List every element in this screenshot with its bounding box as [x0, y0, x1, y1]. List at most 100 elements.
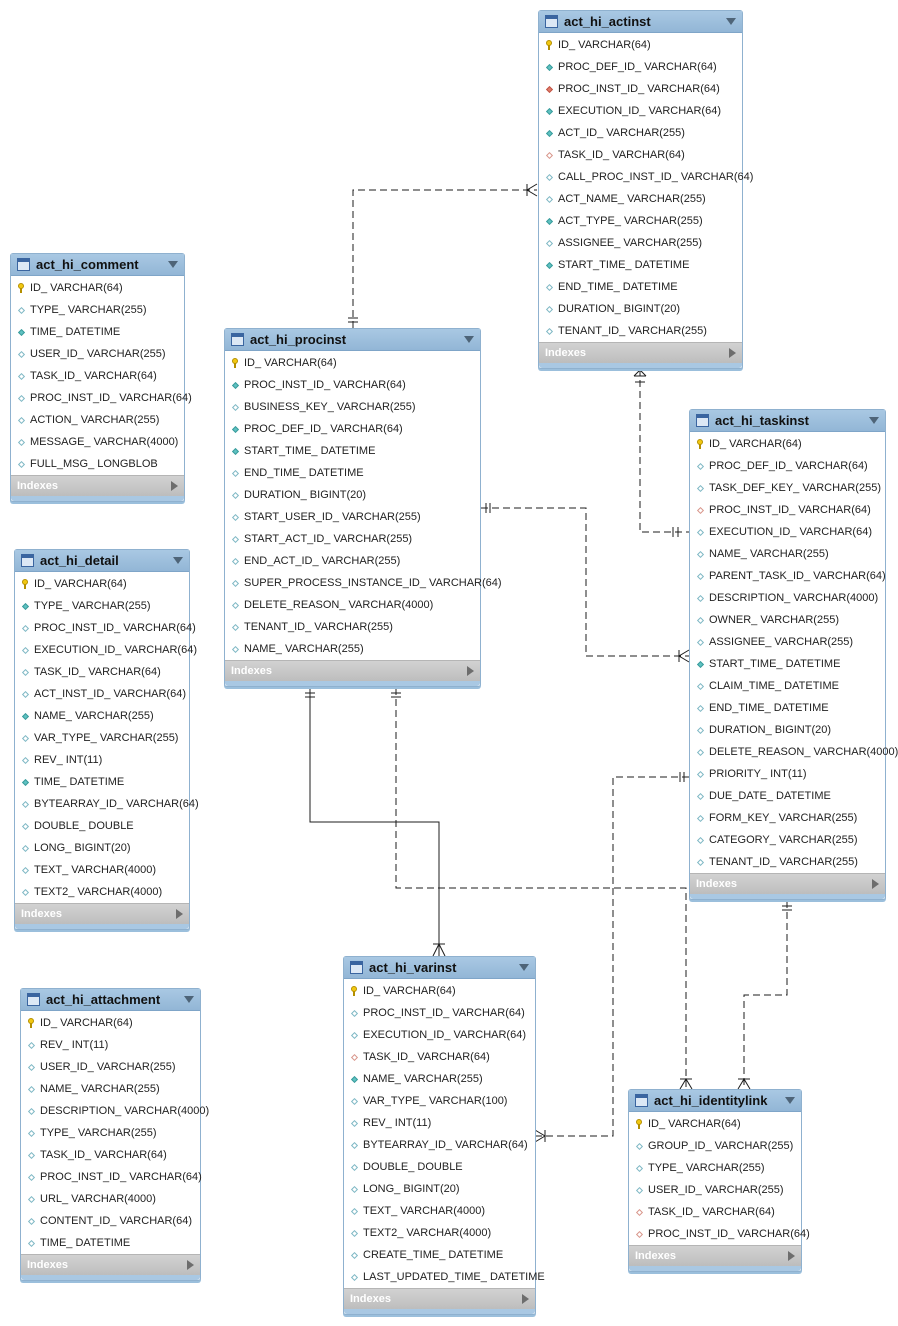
- column-row[interactable]: TYPE_ VARCHAR(255): [15, 595, 189, 617]
- table-header[interactable]: act_hi_varinst: [344, 957, 535, 979]
- column-row[interactable]: NAME_ VARCHAR(255): [225, 638, 480, 660]
- column-row[interactable]: TASK_ID_ VARCHAR(64): [15, 661, 189, 683]
- column-row[interactable]: TYPE_ VARCHAR(255): [21, 1122, 200, 1144]
- column-row[interactable]: BYTEARRAY_ID_ VARCHAR(64): [15, 793, 199, 815]
- column-row[interactable]: ASSIGNEE_ VARCHAR(255): [690, 631, 885, 653]
- column-row[interactable]: LONG_ BIGINT(20): [344, 1178, 535, 1200]
- column-row[interactable]: TENANT_ID_ VARCHAR(255): [690, 851, 885, 873]
- column-row[interactable]: TEXT_ VARCHAR(4000): [15, 859, 189, 881]
- column-row[interactable]: PROC_INST_ID_ VARCHAR(64): [15, 617, 196, 639]
- column-row[interactable]: PROC_INST_ID_ VARCHAR(64): [11, 387, 192, 409]
- collapse-arrow-icon[interactable]: [519, 964, 529, 971]
- column-row[interactable]: BYTEARRAY_ID_ VARCHAR(64): [344, 1134, 535, 1156]
- column-row[interactable]: TEXT2_ VARCHAR(4000): [344, 1222, 535, 1244]
- column-row[interactable]: PROC_DEF_ID_ VARCHAR(64): [539, 56, 742, 78]
- indexes-section[interactable]: Indexes: [539, 342, 742, 363]
- table-header[interactable]: act_hi_procinst: [225, 329, 480, 351]
- collapse-arrow-icon[interactable]: [869, 417, 879, 424]
- column-row[interactable]: DURATION_ BIGINT(20): [690, 719, 885, 741]
- indexes-section[interactable]: Indexes: [225, 660, 480, 681]
- column-row[interactable]: END_TIME_ DATETIME: [690, 697, 885, 719]
- column-row[interactable]: PROC_INST_ID_ VARCHAR(64): [690, 499, 885, 521]
- column-row[interactable]: USER_ID_ VARCHAR(255): [629, 1179, 801, 1201]
- column-row[interactable]: TASK_ID_ VARCHAR(64): [629, 1201, 801, 1223]
- collapse-arrow-icon[interactable]: [464, 336, 474, 343]
- column-row[interactable]: START_TIME_ DATETIME: [225, 440, 480, 462]
- column-row[interactable]: CREATE_TIME_ DATETIME: [344, 1244, 535, 1266]
- column-row[interactable]: END_ACT_ID_ VARCHAR(255): [225, 550, 480, 572]
- indexes-section[interactable]: Indexes: [629, 1245, 801, 1266]
- column-row[interactable]: REV_ INT(11): [344, 1112, 535, 1134]
- column-row[interactable]: EXECUTION_ID_ VARCHAR(64): [344, 1024, 535, 1046]
- column-row[interactable]: TIME_ DATETIME: [21, 1232, 200, 1254]
- column-row[interactable]: TEXT_ VARCHAR(4000): [344, 1200, 535, 1222]
- column-row[interactable]: REV_ INT(11): [15, 749, 189, 771]
- column-row[interactable]: USER_ID_ VARCHAR(255): [21, 1056, 200, 1078]
- column-row[interactable]: PARENT_TASK_ID_ VARCHAR(64): [690, 565, 886, 587]
- column-row[interactable]: ID_ VARCHAR(64): [539, 34, 742, 56]
- column-row[interactable]: ASSIGNEE_ VARCHAR(255): [539, 232, 742, 254]
- column-row[interactable]: PRIORITY_ INT(11): [690, 763, 885, 785]
- column-row[interactable]: SUPER_PROCESS_INSTANCE_ID_ VARCHAR(64): [225, 572, 502, 594]
- column-row[interactable]: ID_ VARCHAR(64): [344, 980, 535, 1002]
- column-row[interactable]: END_TIME_ DATETIME: [539, 276, 742, 298]
- indexes-section[interactable]: Indexes: [15, 903, 189, 924]
- column-row[interactable]: PROC_INST_ID_ VARCHAR(64): [225, 374, 480, 396]
- column-row[interactable]: TEXT2_ VARCHAR(4000): [15, 881, 189, 903]
- expand-arrow-icon[interactable]: [872, 879, 879, 889]
- column-row[interactable]: NAME_ VARCHAR(255): [344, 1068, 535, 1090]
- column-row[interactable]: START_TIME_ DATETIME: [690, 653, 885, 675]
- column-row[interactable]: DURATION_ BIGINT(20): [225, 484, 480, 506]
- column-row[interactable]: CONTENT_ID_ VARCHAR(64): [21, 1210, 200, 1232]
- column-row[interactable]: END_TIME_ DATETIME: [225, 462, 480, 484]
- column-row[interactable]: TASK_ID_ VARCHAR(64): [539, 144, 742, 166]
- column-row[interactable]: REV_ INT(11): [21, 1034, 200, 1056]
- expand-arrow-icon[interactable]: [176, 909, 183, 919]
- column-row[interactable]: PROC_INST_ID_ VARCHAR(64): [344, 1002, 535, 1024]
- column-row[interactable]: ACT_ID_ VARCHAR(255): [539, 122, 742, 144]
- column-row[interactable]: DESCRIPTION_ VARCHAR(4000): [690, 587, 885, 609]
- column-row[interactable]: ACT_TYPE_ VARCHAR(255): [539, 210, 742, 232]
- column-row[interactable]: TENANT_ID_ VARCHAR(255): [539, 320, 742, 342]
- column-row[interactable]: ID_ VARCHAR(64): [629, 1113, 801, 1135]
- indexes-section[interactable]: Indexes: [344, 1288, 535, 1309]
- column-row[interactable]: ID_ VARCHAR(64): [225, 352, 480, 374]
- column-row[interactable]: DESCRIPTION_ VARCHAR(4000): [21, 1100, 209, 1122]
- column-row[interactable]: USER_ID_ VARCHAR(255): [11, 343, 184, 365]
- expand-arrow-icon[interactable]: [522, 1294, 529, 1304]
- column-row[interactable]: ACTION_ VARCHAR(255): [11, 409, 184, 431]
- column-row[interactable]: EXECUTION_ID_ VARCHAR(64): [690, 521, 885, 543]
- table-header[interactable]: act_hi_comment: [11, 254, 184, 276]
- column-row[interactable]: TYPE_ VARCHAR(255): [629, 1157, 801, 1179]
- column-row[interactable]: DELETE_REASON_ VARCHAR(4000): [690, 741, 898, 763]
- column-row[interactable]: START_ACT_ID_ VARCHAR(255): [225, 528, 480, 550]
- table-header[interactable]: act_hi_identitylink: [629, 1090, 801, 1112]
- indexes-section[interactable]: Indexes: [11, 475, 184, 496]
- column-row[interactable]: ACT_INST_ID_ VARCHAR(64): [15, 683, 189, 705]
- column-row[interactable]: MESSAGE_ VARCHAR(4000): [11, 431, 184, 453]
- column-row[interactable]: PROC_DEF_ID_ VARCHAR(64): [690, 455, 885, 477]
- column-row[interactable]: FORM_KEY_ VARCHAR(255): [690, 807, 885, 829]
- column-row[interactable]: CATEGORY_ VARCHAR(255): [690, 829, 885, 851]
- column-row[interactable]: PROC_INST_ID_ VARCHAR(64): [539, 78, 742, 100]
- column-row[interactable]: PROC_DEF_ID_ VARCHAR(64): [225, 418, 480, 440]
- column-row[interactable]: VAR_TYPE_ VARCHAR(255): [15, 727, 189, 749]
- indexes-section[interactable]: Indexes: [21, 1254, 200, 1275]
- column-row[interactable]: LAST_UPDATED_TIME_ DATETIME: [344, 1266, 545, 1288]
- column-row[interactable]: PROC_INST_ID_ VARCHAR(64): [21, 1166, 202, 1188]
- column-row[interactable]: TASK_ID_ VARCHAR(64): [11, 365, 184, 387]
- table-header[interactable]: act_hi_taskinst: [690, 410, 885, 432]
- column-row[interactable]: FULL_MSG_ LONGBLOB: [11, 453, 184, 475]
- column-row[interactable]: DUE_DATE_ DATETIME: [690, 785, 885, 807]
- indexes-section[interactable]: Indexes: [690, 873, 885, 894]
- column-row[interactable]: TIME_ DATETIME: [15, 771, 189, 793]
- column-row[interactable]: TASK_DEF_KEY_ VARCHAR(255): [690, 477, 885, 499]
- table-header[interactable]: act_hi_actinst: [539, 11, 742, 33]
- column-row[interactable]: TASK_ID_ VARCHAR(64): [21, 1144, 200, 1166]
